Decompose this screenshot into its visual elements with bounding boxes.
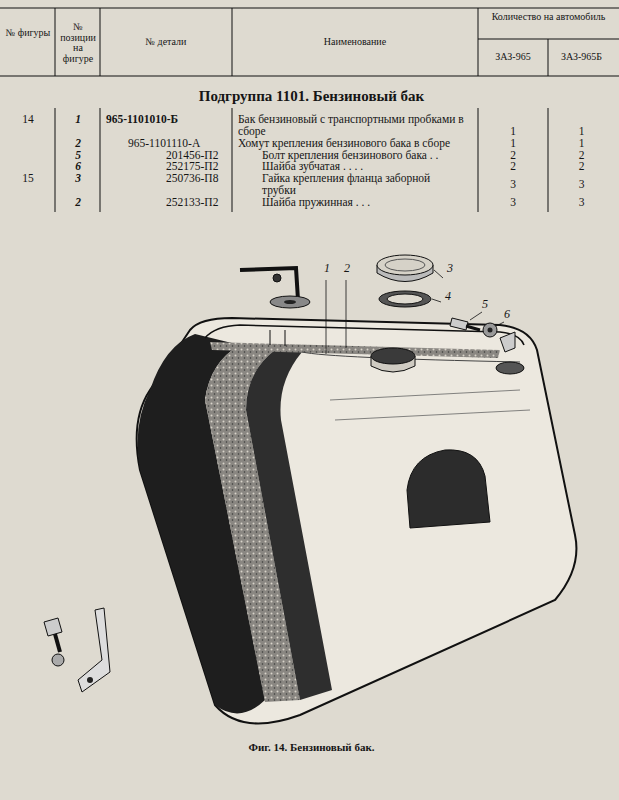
part-name: Бак бензиновый с транспортными пробками … <box>238 113 476 137</box>
quantity: 2 <box>478 149 548 161</box>
table-header: № фигуры <box>3 28 53 39</box>
figure-number: 14 <box>3 113 53 125</box>
part-number: 252175-П2 <box>166 160 232 172</box>
leader-lines <box>326 270 504 354</box>
table-header: № детали <box>100 37 232 48</box>
quantity: 3 <box>478 196 548 208</box>
part-name: Гайка крепления фланца заборной трубки <box>262 172 448 196</box>
table-header: Наименование <box>232 37 478 48</box>
quantity: 2 <box>546 149 617 161</box>
quantity: 2 <box>478 160 548 172</box>
part-number: 252133-П2 <box>166 196 232 208</box>
part-number: 201456-П2 <box>166 149 232 161</box>
quantity: 1 <box>478 125 548 137</box>
quantity: 2 <box>546 160 617 172</box>
table-header: ЗАЗ-965Б <box>546 52 617 63</box>
position-number: 1 <box>57 113 99 125</box>
position-number: 3 <box>57 172 99 184</box>
quantity: 3 <box>546 196 617 208</box>
table-rules <box>0 8 619 212</box>
part-number: 965-1101010-Б <box>106 113 230 125</box>
part-number: 965-1101110-А <box>128 137 232 149</box>
callout-number: 4 <box>441 290 455 303</box>
quantity: 1 <box>546 137 617 149</box>
position-number: 6 <box>57 160 99 172</box>
part-name: Болт крепления бензинового бака . . <box>262 149 476 161</box>
callout-number: 1 <box>320 262 334 275</box>
quantity: 3 <box>546 178 617 190</box>
table-header: ЗАЗ-965 <box>478 52 548 63</box>
position-number: 5 <box>57 149 99 161</box>
figure-caption: Фиг. 14. Бензиновый бак. <box>2 742 619 754</box>
callout-number: 3 <box>443 262 457 275</box>
position-number: 2 <box>57 137 99 149</box>
callout-number: 6 <box>500 308 514 321</box>
quantity: 3 <box>478 178 548 190</box>
table-header: № позиции на фигуре <box>57 22 99 64</box>
table-header: Количество на автомобиль <box>480 12 617 23</box>
quantity: 1 <box>478 137 548 149</box>
part-name: Шайба зубчатая . . . . <box>262 160 476 172</box>
part-name: Шайба пружинная . . . <box>262 196 476 208</box>
quantity: 1 <box>546 125 617 137</box>
figure-number: 15 <box>3 172 53 184</box>
part-number: 250736-П8 <box>166 172 232 184</box>
section-title: Подгруппа 1101. Бензиновый бак <box>2 89 619 105</box>
callout-number: 2 <box>340 262 354 275</box>
part-name: Хомут крепления бензинового бака в сборе <box>238 137 476 149</box>
position-number: 2 <box>57 196 99 208</box>
callout-number: 5 <box>478 298 492 311</box>
